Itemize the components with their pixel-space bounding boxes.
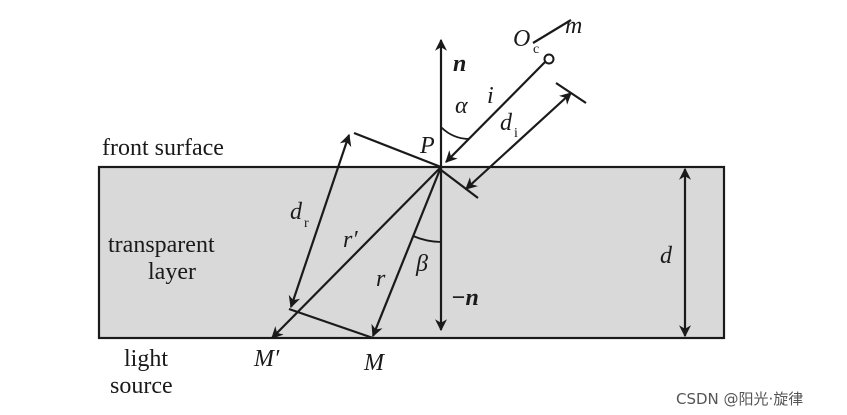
angle-beta-arc (412, 235, 442, 243)
label-layer: layer (148, 259, 196, 285)
angle-alpha-arc (440, 126, 470, 140)
watermark: CSDN @阳光·旋律 (676, 390, 803, 408)
label-light: light (124, 346, 168, 372)
label-i: i (487, 83, 494, 109)
label-transparent: transparent (108, 232, 215, 258)
refracted-ray-r (371, 166, 443, 338)
label-r: r (376, 266, 386, 292)
dr-dimension-arrow (288, 133, 352, 309)
label-neg-n: −n (451, 285, 479, 311)
aperture-plane-m (532, 19, 572, 44)
dr-base-line (288, 307, 374, 340)
label-dr: d (290, 199, 303, 225)
label-r-prime: r′ (343, 227, 358, 253)
label-alpha: α (455, 93, 468, 119)
label-source: source (110, 373, 173, 399)
di-tick-bottom (440, 169, 479, 199)
label-Oc-sub: c (533, 42, 539, 57)
reflected-stub (353, 131, 442, 169)
label-di: d (500, 110, 513, 136)
label-Oc: O (513, 26, 530, 52)
label-d: d (660, 243, 673, 269)
label-dr-sub: r (304, 216, 309, 231)
label-front-surface: front surface (102, 135, 224, 161)
label-M-prime: M′ (253, 346, 280, 372)
label-n: n (453, 51, 466, 77)
label-m: m (565, 13, 582, 39)
di-dimension-arrow (465, 92, 572, 190)
refracted-ray-r-prime (271, 166, 442, 339)
label-M: M (363, 350, 386, 376)
label-P: P (419, 133, 435, 159)
camera-center (543, 53, 555, 65)
label-di-sub: i (514, 126, 518, 141)
label-beta: β (415, 251, 428, 277)
